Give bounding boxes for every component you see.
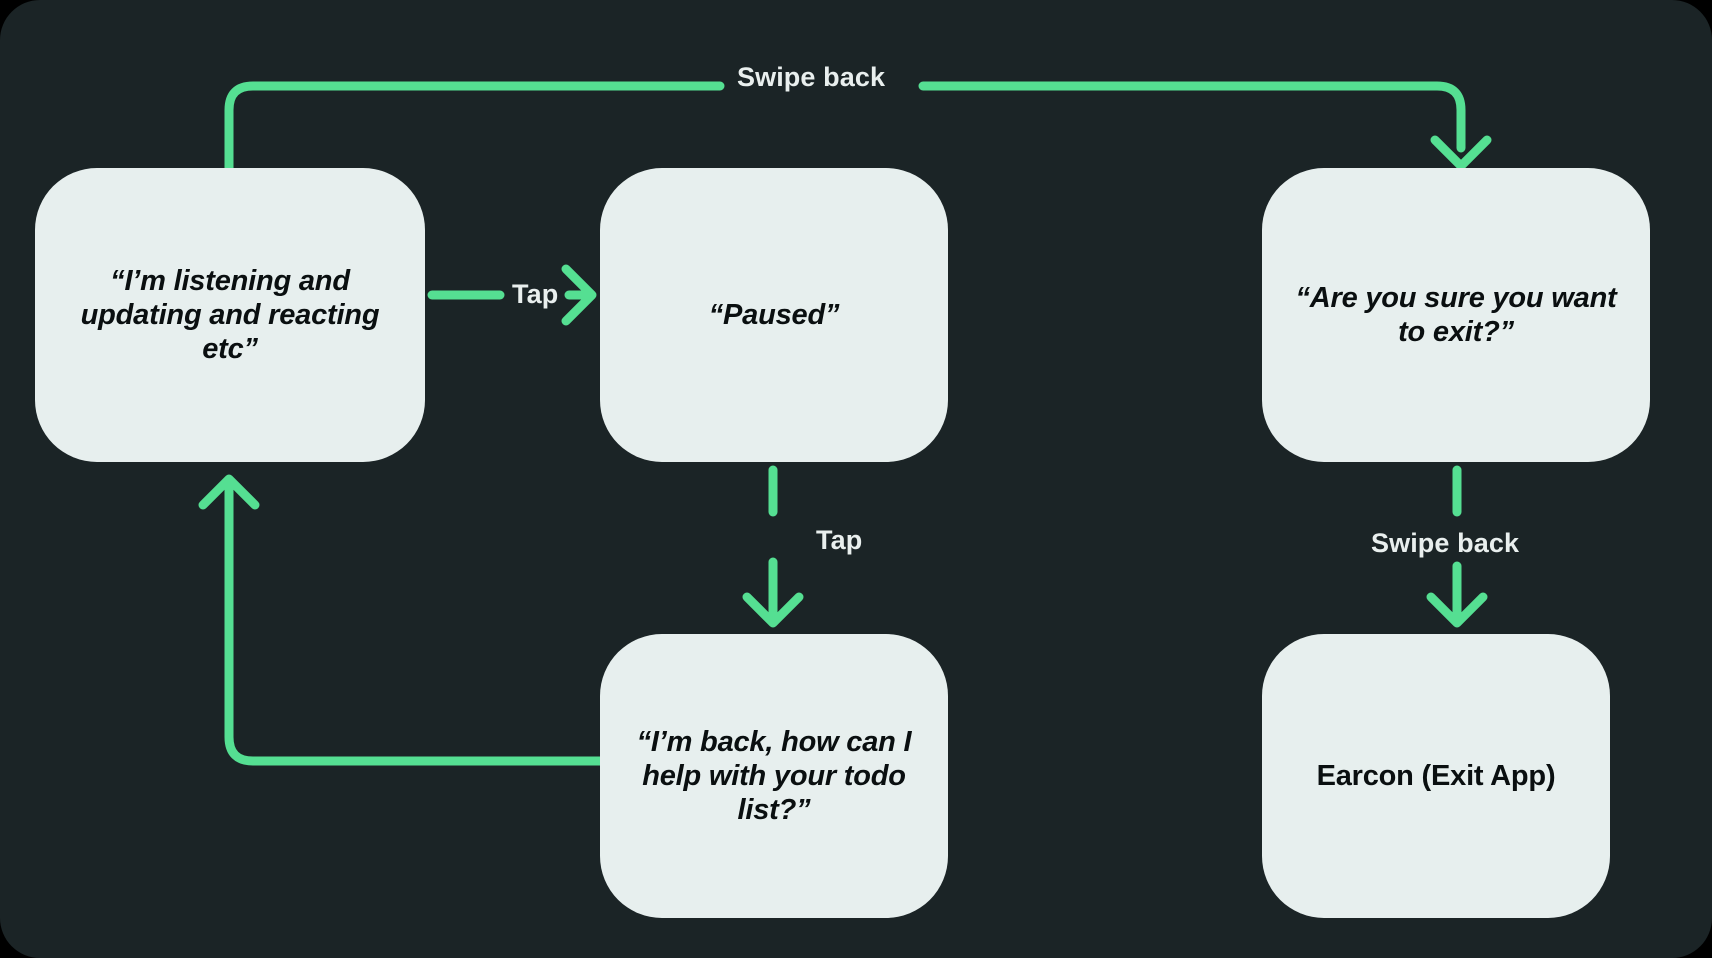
node-paused-label: “Paused” bbox=[708, 298, 840, 331]
edge-label-tap-listening-to-paused: Tap bbox=[512, 279, 559, 309]
arrowhead-swipe-back-into-earcon bbox=[1426, 592, 1488, 628]
arrowhead-back-into-listening bbox=[198, 474, 260, 510]
edge-label-swipe-back-confirm-to-earcon: Swipe back bbox=[1371, 528, 1520, 558]
node-earcon-exit-app-label: Earcon (Exit App) bbox=[1316, 759, 1556, 792]
node-confirm-exit-label: “Are you sure you want to exit?” bbox=[1295, 281, 1617, 348]
node-back[interactable]: “I’m back, how can I help with your todo… bbox=[600, 634, 948, 918]
arrowhead-swipe-back-into-confirm bbox=[1430, 135, 1492, 171]
edge-line-swipe-back-top-left bbox=[224, 81, 725, 173]
edge-label-swipe-back-top: Swipe back bbox=[737, 62, 886, 92]
edge-label-tap-paused-to-back: Tap bbox=[816, 525, 863, 555]
arrowhead-tap-into-back bbox=[742, 592, 804, 628]
node-confirm-exit[interactable]: “Are you sure you want to exit?” bbox=[1262, 168, 1650, 462]
node-back-label: “I’m back, how can I help with your todo… bbox=[636, 725, 912, 827]
edge-line-swipe-back-top-right bbox=[918, 81, 1466, 153]
node-paused[interactable]: “Paused” bbox=[600, 168, 948, 462]
node-earcon-exit-app[interactable]: Earcon (Exit App) bbox=[1262, 634, 1610, 918]
node-listening[interactable]: “I’m listening and updating and reacting… bbox=[35, 168, 425, 462]
arrowhead-tap-into-paused bbox=[561, 264, 597, 326]
edge-line-back-to-listening bbox=[224, 481, 605, 766]
node-listening-label: “I’m listening and updating and reacting… bbox=[80, 264, 380, 366]
